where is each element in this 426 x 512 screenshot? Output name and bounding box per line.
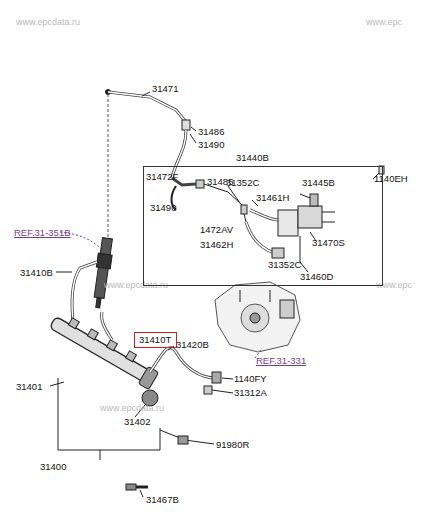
callout-number: 31470S [312, 238, 345, 248]
callout-number: 31352C [268, 260, 301, 270]
watermark: www.epc [366, 18, 402, 27]
callout-number: 31420B [176, 340, 209, 350]
callout-number: 31401 [16, 382, 42, 392]
highlight-box: 31410T [134, 332, 177, 348]
callout-number: 31461H [256, 193, 289, 203]
callout-number: 31490 [198, 140, 224, 150]
callout-number: 31486 [198, 127, 224, 137]
callout-number: 31402 [124, 417, 150, 427]
callout-number: 1140FY [234, 374, 267, 384]
reference-link: REF.31-331 [256, 356, 306, 366]
callout-number: 31462H [200, 240, 233, 250]
reference-link: REF.31-351B [14, 228, 71, 238]
callout-number: 31467B [146, 495, 179, 505]
callout-number: 91980R [216, 440, 249, 450]
callout-number: 1140EH [374, 174, 408, 184]
part-number: 31410T [135, 333, 176, 347]
callout-number: 1472AV [200, 225, 233, 235]
callout-number: 31312A [234, 388, 267, 398]
callout-number: 31490 [150, 203, 176, 213]
part-number: 31440B [236, 153, 269, 163]
watermark: www.epcdata.ru [100, 404, 164, 413]
callout-number: 31472F [146, 172, 178, 182]
callout-number: 31410B [20, 268, 53, 278]
callout-number: 31445B [302, 178, 335, 188]
callout-number: 31400 [40, 462, 66, 472]
watermark: www.epcdata.ru [16, 18, 80, 27]
callout-number: 31471 [152, 84, 178, 94]
callout-number: 31460D [300, 272, 333, 282]
group-frame: 31440B [143, 166, 383, 286]
callout-number: 31352C [226, 178, 259, 188]
